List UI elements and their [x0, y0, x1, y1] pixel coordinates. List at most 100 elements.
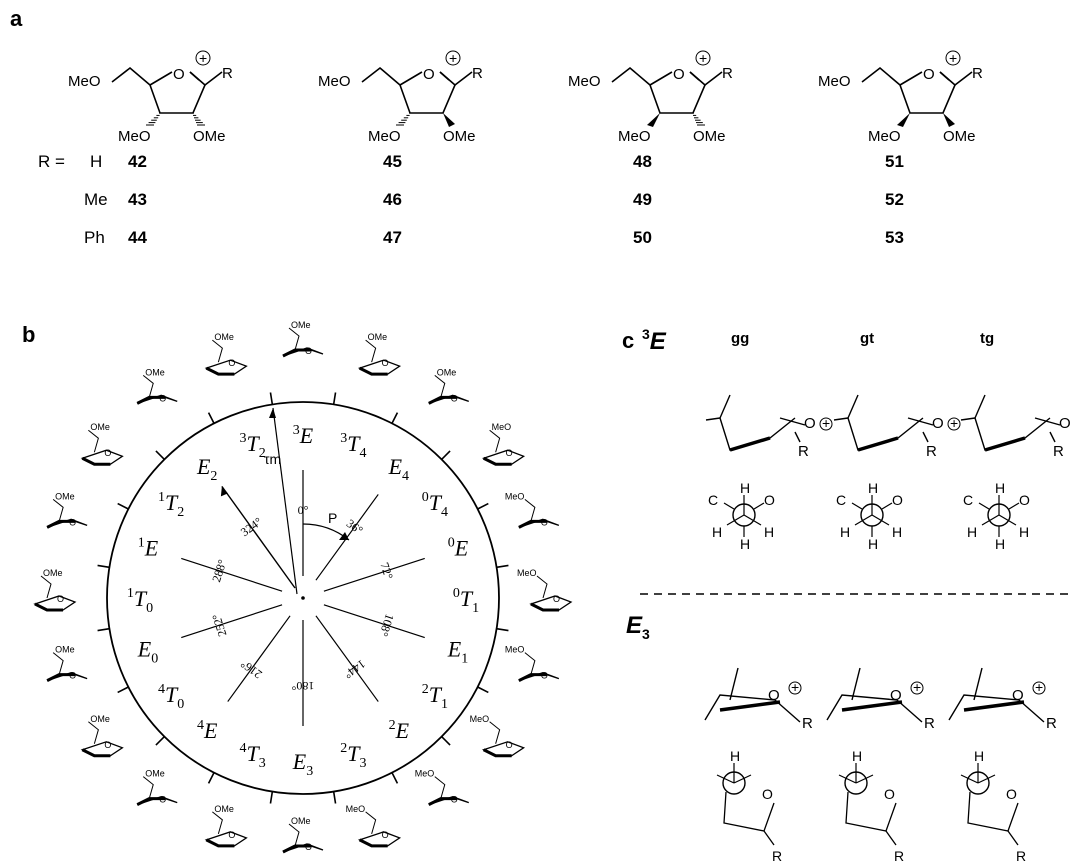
c3-meo: MeO — [868, 128, 901, 145]
angle-label: 0° — [298, 503, 309, 517]
ring-outline — [357, 831, 402, 847]
newman-o4: O — [892, 492, 903, 508]
rotamer-gt: gt — [860, 330, 875, 347]
r-label: R — [1053, 443, 1064, 460]
newman-o4: O — [1006, 786, 1017, 802]
newman-back — [723, 502, 735, 510]
c4-c5-bond — [974, 394, 986, 419]
double-bond — [907, 417, 934, 426]
conformer-super: 0 — [453, 586, 460, 601]
conformer-sub: 4 — [402, 469, 409, 484]
angle-label: 144° — [341, 657, 368, 682]
ring-front-edge — [482, 456, 512, 466]
side-meo: MeO — [68, 73, 101, 90]
wheel-spoke — [315, 494, 379, 581]
conformer-main: T — [247, 431, 261, 456]
ring-bonds — [704, 694, 801, 723]
ring-bonds — [833, 417, 924, 451]
side-chain — [288, 823, 300, 847]
ring-outline — [136, 394, 178, 404]
ring-outline — [80, 741, 124, 757]
p-arrowhead — [339, 532, 349, 540]
newman-r-bond — [1007, 830, 1019, 846]
conformer-sub: 3 — [259, 756, 266, 771]
newman-right-sub: H — [892, 524, 902, 540]
ring-bold-edge — [963, 700, 1025, 712]
ring-front-edge — [282, 844, 311, 854]
conformer-label: 4T3 — [240, 741, 266, 771]
tau-arrow-2 — [272, 407, 298, 595]
newman-ring — [967, 791, 1019, 832]
ring-oxygen: O — [423, 66, 435, 83]
conformer-label: 3T4 — [340, 431, 366, 461]
newman-front — [726, 514, 745, 526]
conformer-label: 2T1 — [422, 682, 448, 712]
newman-front — [977, 774, 996, 784]
wheel-tick — [207, 772, 215, 784]
r-value-h: H — [90, 152, 103, 171]
conformer-main: T — [347, 741, 361, 766]
double-bond — [939, 71, 950, 81]
ring-sub-label: MeO — [517, 568, 537, 578]
bottom-conformer-label: E3 — [626, 612, 650, 642]
ring-bonds — [960, 417, 1051, 451]
ring-front-edge — [428, 797, 457, 806]
newman-front — [981, 514, 1000, 526]
c3-meo: MeO — [618, 128, 651, 145]
ring-o-label: O — [305, 842, 312, 852]
double-bond — [189, 71, 200, 81]
newman-front — [998, 514, 1017, 526]
conformer-sub: 2 — [259, 446, 266, 461]
conformer-main: T — [429, 490, 443, 515]
wheel-tick — [97, 627, 110, 632]
compound-50: 50 — [633, 228, 652, 247]
r-bond — [204, 71, 223, 86]
newman-r: R — [772, 848, 782, 864]
ring-outline — [518, 518, 560, 528]
wheel-tick — [269, 392, 274, 405]
newman-top-sub: H — [974, 748, 984, 764]
compound-48: 48 — [633, 152, 652, 171]
angle-label: 288° — [209, 558, 229, 584]
side-chain — [111, 66, 151, 86]
ring-outline — [204, 831, 248, 847]
ring-o-label: O — [305, 346, 312, 356]
ring-bold-edge — [719, 700, 781, 712]
compound-52: 52 — [885, 190, 904, 209]
ring-sub-label: OMe — [145, 367, 165, 377]
side-chain — [52, 498, 64, 522]
top-conformer-super: 3 — [642, 326, 650, 342]
conformer-sub: 4 — [441, 505, 448, 520]
newman-o4: O — [1019, 492, 1030, 508]
newman-r: R — [1016, 848, 1026, 864]
conformer-super: 2 — [422, 682, 429, 697]
plus-circle — [1032, 681, 1046, 695]
side-meo: MeO — [818, 73, 851, 90]
conformer-sub: 4 — [359, 446, 366, 461]
conformer-sub: 0 — [151, 651, 158, 666]
charge-circle — [695, 50, 711, 66]
ring-o-label: O — [228, 830, 235, 840]
conformer-main: T — [247, 741, 261, 766]
side-meo: MeO — [318, 73, 351, 90]
ring-outline — [136, 795, 178, 806]
angle-label: 180° — [291, 679, 314, 693]
wheel-tick — [441, 736, 451, 746]
ring-o-label: O — [553, 594, 560, 604]
ring-front-edge — [530, 602, 559, 612]
side-chain — [434, 776, 446, 799]
conformer-super: 3 — [240, 431, 247, 446]
r-bond — [704, 71, 723, 86]
wheel-tick — [332, 392, 337, 405]
wheel-tick — [207, 412, 215, 424]
